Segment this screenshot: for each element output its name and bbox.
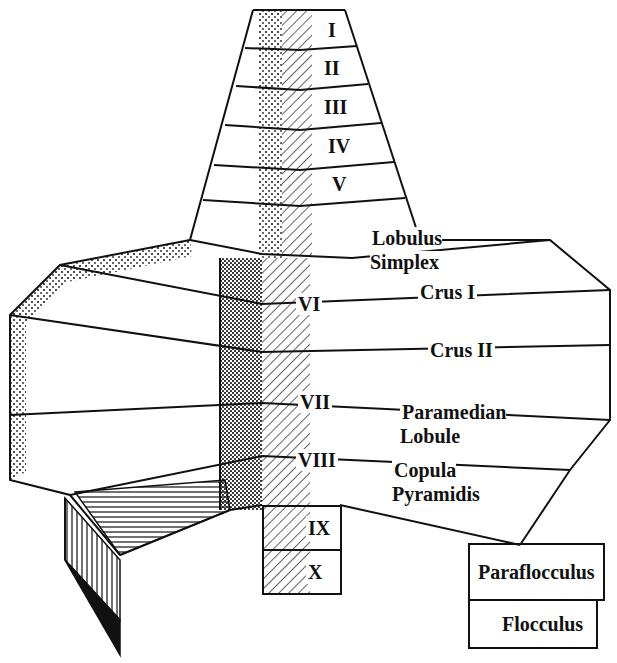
label-text: Lobulus Simplex xyxy=(370,227,442,273)
lobule-name: Flocculus xyxy=(500,612,585,636)
region-label: Paramedian Lobule xyxy=(400,400,530,448)
lobule-box: IX xyxy=(262,505,342,551)
label-text: III xyxy=(322,96,349,118)
region-label: Crus I xyxy=(418,280,508,304)
label-text: I xyxy=(326,19,338,41)
label-text: Crus II xyxy=(428,339,495,361)
region-label: Lobulus Simplex xyxy=(370,226,480,274)
lobule-name: Paraflocculus xyxy=(476,560,597,584)
label-text: II xyxy=(322,57,342,79)
region-label: II xyxy=(322,56,372,80)
region-label: VIII xyxy=(296,448,356,472)
region-label: Copula Pyramidis xyxy=(392,458,522,506)
lobule-box: X xyxy=(262,549,342,595)
region-label: VII xyxy=(298,390,353,414)
label-text: V xyxy=(330,173,348,195)
region-label: IV xyxy=(326,134,376,158)
lobule-name: IX xyxy=(306,516,332,540)
lobule-box: Paraflocculus xyxy=(468,543,605,601)
label-text: Crus I xyxy=(418,281,477,303)
label-text: Paramedian Lobule xyxy=(400,401,506,447)
region-label: Crus II xyxy=(428,338,528,362)
lobule-box: Flocculus xyxy=(468,599,598,649)
region-label: VI xyxy=(296,292,346,316)
label-text: IV xyxy=(326,135,352,157)
region-label: III xyxy=(322,95,377,119)
lobule-name: X xyxy=(306,560,324,584)
region-label: V xyxy=(330,172,370,196)
region-label: I xyxy=(326,18,366,42)
label-text: Copula Pyramidis xyxy=(392,459,482,505)
label-text: VII xyxy=(298,391,332,413)
label-text: VI xyxy=(296,293,322,315)
label-text: VIII xyxy=(296,449,338,471)
